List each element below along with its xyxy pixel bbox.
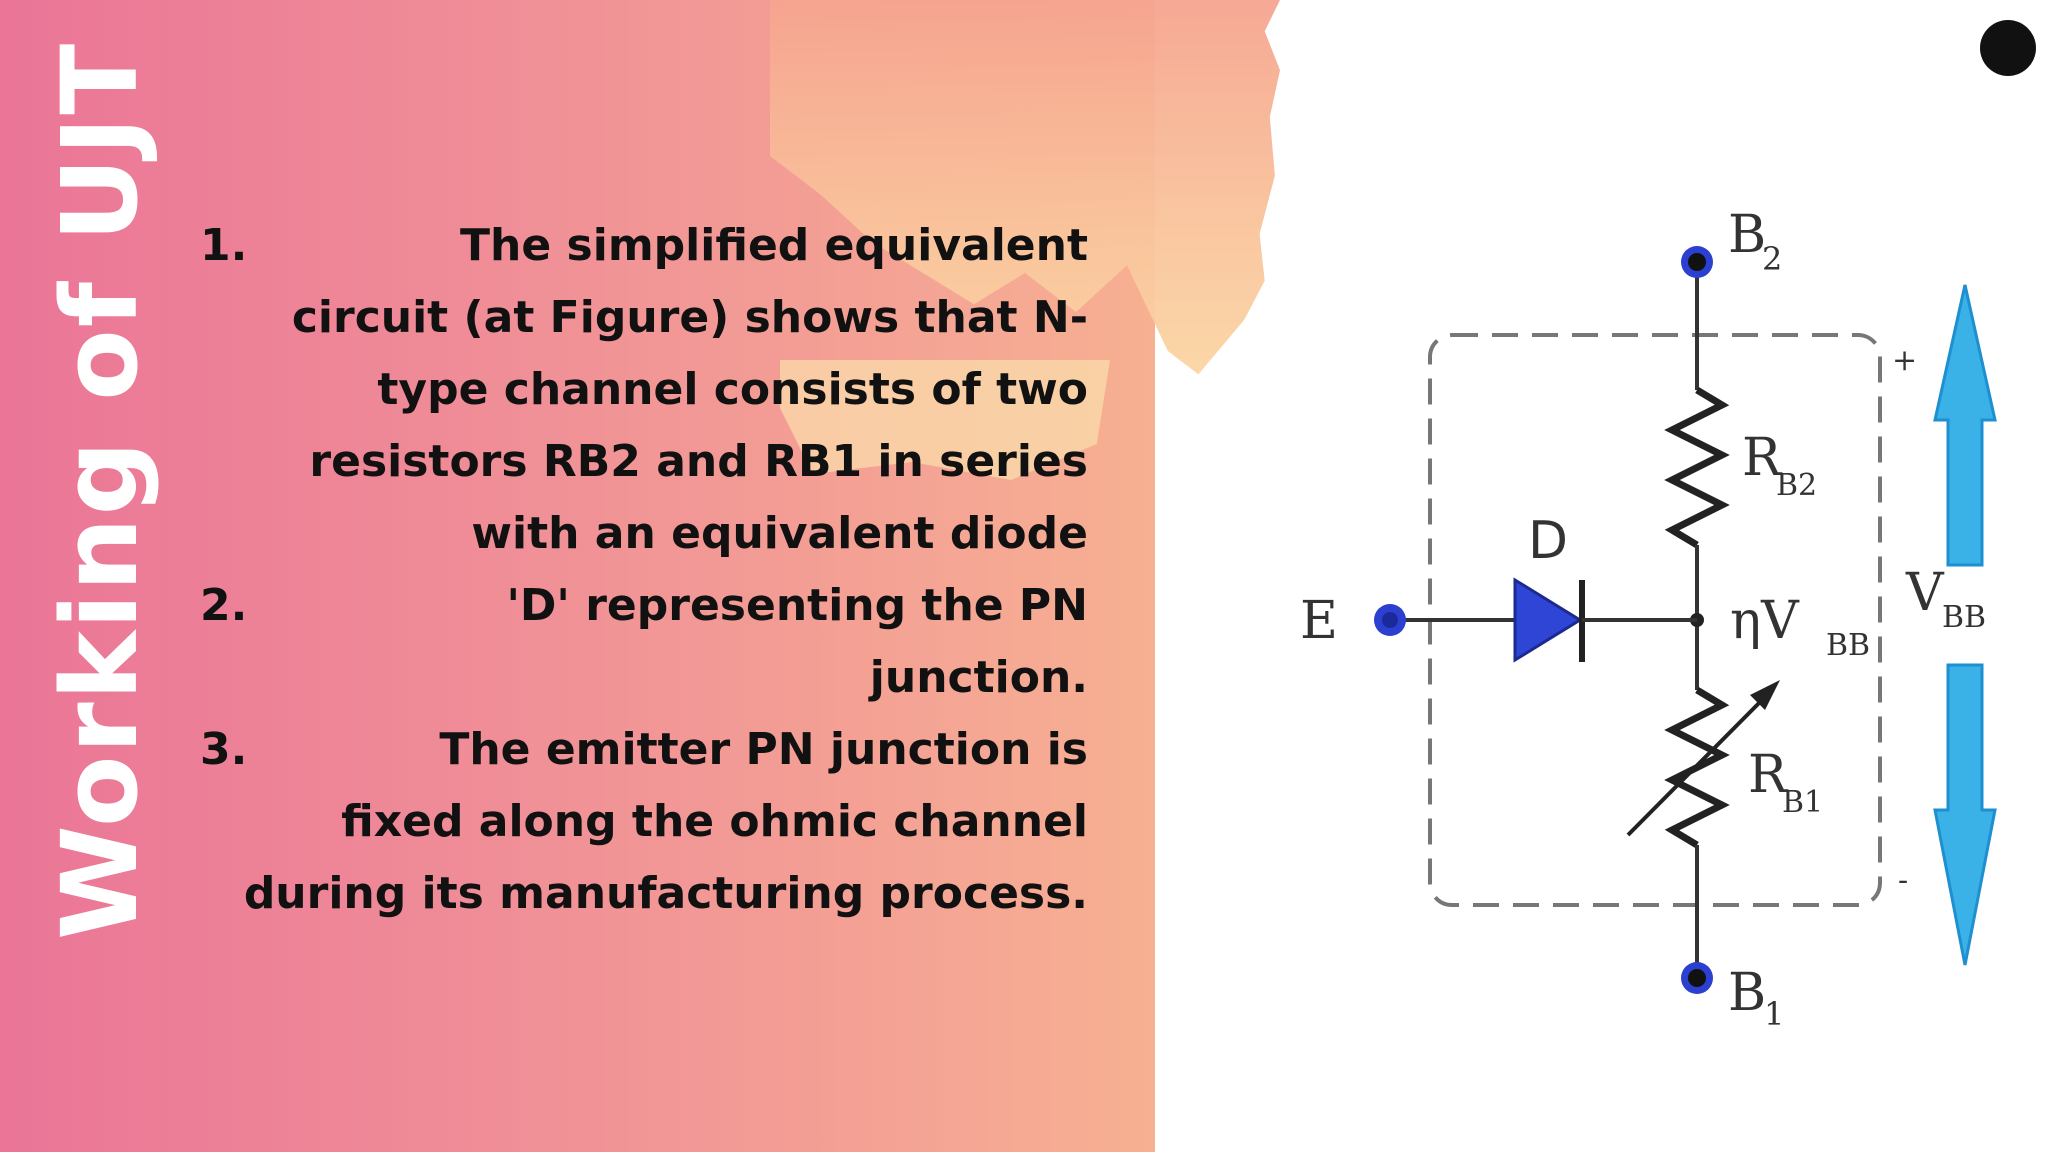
list-number: 1. (200, 220, 248, 271)
paint-brush-highlight (780, 360, 1110, 480)
label-rb2: R (1742, 428, 1783, 488)
terminal-b2-core (1688, 253, 1706, 271)
logo-icon (1980, 20, 2036, 76)
label-rb1-sub: B1 (1782, 785, 1823, 820)
label-vbb: V (1905, 563, 1945, 623)
label-minus: - (1898, 863, 1908, 898)
vbb-up-arrow (1933, 284, 1997, 567)
variable-arrow-line (1626, 693, 1769, 837)
terminal-emitter-core (1382, 612, 1398, 628)
list-number: 3. (200, 724, 248, 775)
list-item: 3. The emitter PN junction is fixed alon… (200, 714, 1088, 930)
label-vbb-sub: BB (1942, 600, 1986, 635)
list-item: 1. The simplified equivalent circuit (at… (200, 210, 1088, 570)
label-b1: B (1728, 963, 1766, 1023)
label-eta-vbb: ηV (1730, 591, 1800, 651)
list-text: The emitter PN junction is fixed along t… (243, 724, 1088, 919)
slide-title: Working of UJT (39, 41, 161, 940)
list-item: 2. 'D' representing the PN junction. (200, 570, 1088, 714)
label-diode: D (1528, 511, 1568, 571)
resistor-rb2 (1664, 386, 1730, 549)
label-rb1: R (1748, 745, 1789, 805)
list-text: 'D' representing the PN junction. (506, 580, 1088, 703)
variable-arrow-head (1750, 680, 1780, 710)
label-rb2-sub: B2 (1776, 468, 1817, 503)
terminal-b1-core (1688, 969, 1706, 987)
list-number: 2. (200, 580, 248, 631)
label-eta-vbb-sub: BB (1826, 628, 1870, 663)
numbered-list: 1. The simplified equivalent circuit (at… (200, 210, 1088, 930)
ujt-equivalent-circuit: B 2 R B2 D E ηV BB V BB R B1 B 1 + - (1300, 205, 1997, 1033)
diode-triangle (1513, 577, 1583, 663)
label-b2: B (1728, 205, 1766, 265)
label-b2-sub: 2 (1762, 240, 1782, 278)
label-plus: + (1892, 343, 1917, 378)
list-text: The simplified equivalent circuit (at Fi… (291, 220, 1088, 559)
label-b1-sub: 1 (1764, 995, 1784, 1033)
label-emitter: E (1300, 591, 1338, 651)
vbb-down-arrow (1933, 663, 1997, 966)
